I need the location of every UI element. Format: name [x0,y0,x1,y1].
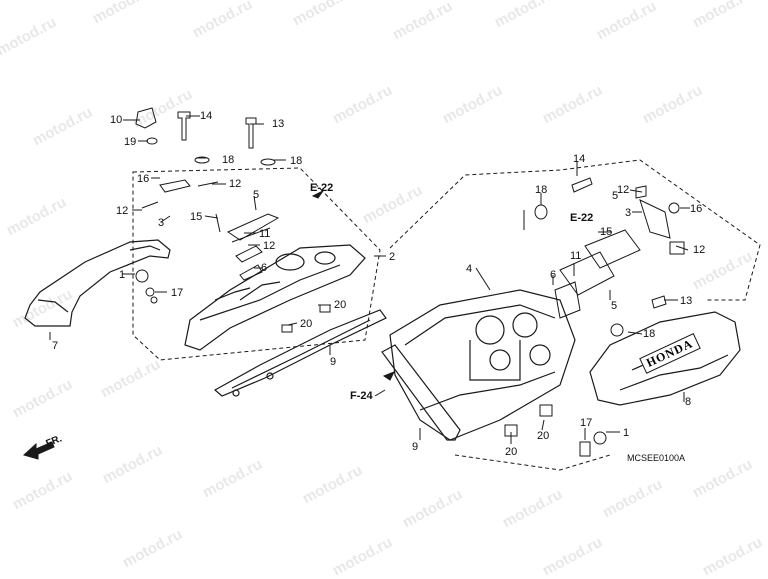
ref-f24: F-24 [350,390,373,402]
callout-3: 3 [625,207,632,219]
callout-2: 2 [389,251,396,263]
callout-13: 13 [272,118,285,130]
left-assembly-boundary [132,159,761,471]
callout-6: 6 [550,269,557,281]
callout-12: 12 [617,184,630,196]
ref-e22-left: E-22 [310,182,334,194]
part-9-left-gasket [213,309,387,397]
leader-lines-left [49,115,386,355]
callout-12: 12 [263,240,276,252]
callout-18: 18 [290,155,303,167]
callout-18: 18 [643,328,656,340]
callout-20: 20 [537,430,550,442]
part-4-right-head-cover [389,289,576,441]
diagram-code: MCSEE0100A [627,453,686,463]
callout-16: 16 [690,203,703,215]
front-arrow-graphic [23,441,55,460]
callout-12: 12 [229,178,242,190]
callout-10: 10 [110,114,123,126]
callout-11: 11 [570,250,582,262]
callout-1: 1 [623,427,630,439]
callout-14: 14 [200,110,213,122]
callout-5: 5 [253,189,260,201]
callout-20: 20 [300,318,313,330]
leader-lines-right [374,162,690,444]
callout-9: 9 [412,441,419,453]
callout-12: 12 [116,205,129,217]
callout-15: 15 [190,211,203,223]
callout-5: 5 [611,300,618,312]
part-2-left-head-cover [184,244,366,351]
callout-8: 8 [685,396,692,408]
callout-17: 17 [171,287,184,299]
right-small-parts [504,177,685,457]
callout-15: 15 [600,226,613,238]
part-5-separator [584,229,641,269]
part-19-o-ring [146,137,158,145]
callout-3: 3 [158,217,165,229]
callout-7: 7 [52,340,59,352]
ref-e22-right: E-22 [570,212,594,224]
part-11-breather [559,251,615,296]
part-9-right-gasket [381,344,461,441]
callout-1: 1 [119,269,126,281]
callout-4: 4 [466,263,473,275]
reference-arrows [311,190,396,381]
callout-20: 20 [334,299,347,311]
callout-5: 5 [612,190,619,202]
callout-13: 13 [680,295,693,307]
callout-11: 11 [259,228,271,240]
left-small-parts [135,107,331,333]
part-10-breather-cap [135,107,157,129]
callout-9: 9 [330,356,337,368]
callout-14: 14 [573,153,586,165]
callout-19: 19 [124,136,137,148]
callout-18: 18 [222,154,235,166]
callout-17: 17 [580,417,593,429]
callout-16: 16 [137,173,150,185]
part-7-side-cover [24,239,171,327]
callout-6: 6 [261,262,268,274]
callout-20: 20 [505,446,518,458]
callout-12: 12 [693,244,706,256]
callout-18: 18 [535,184,548,196]
